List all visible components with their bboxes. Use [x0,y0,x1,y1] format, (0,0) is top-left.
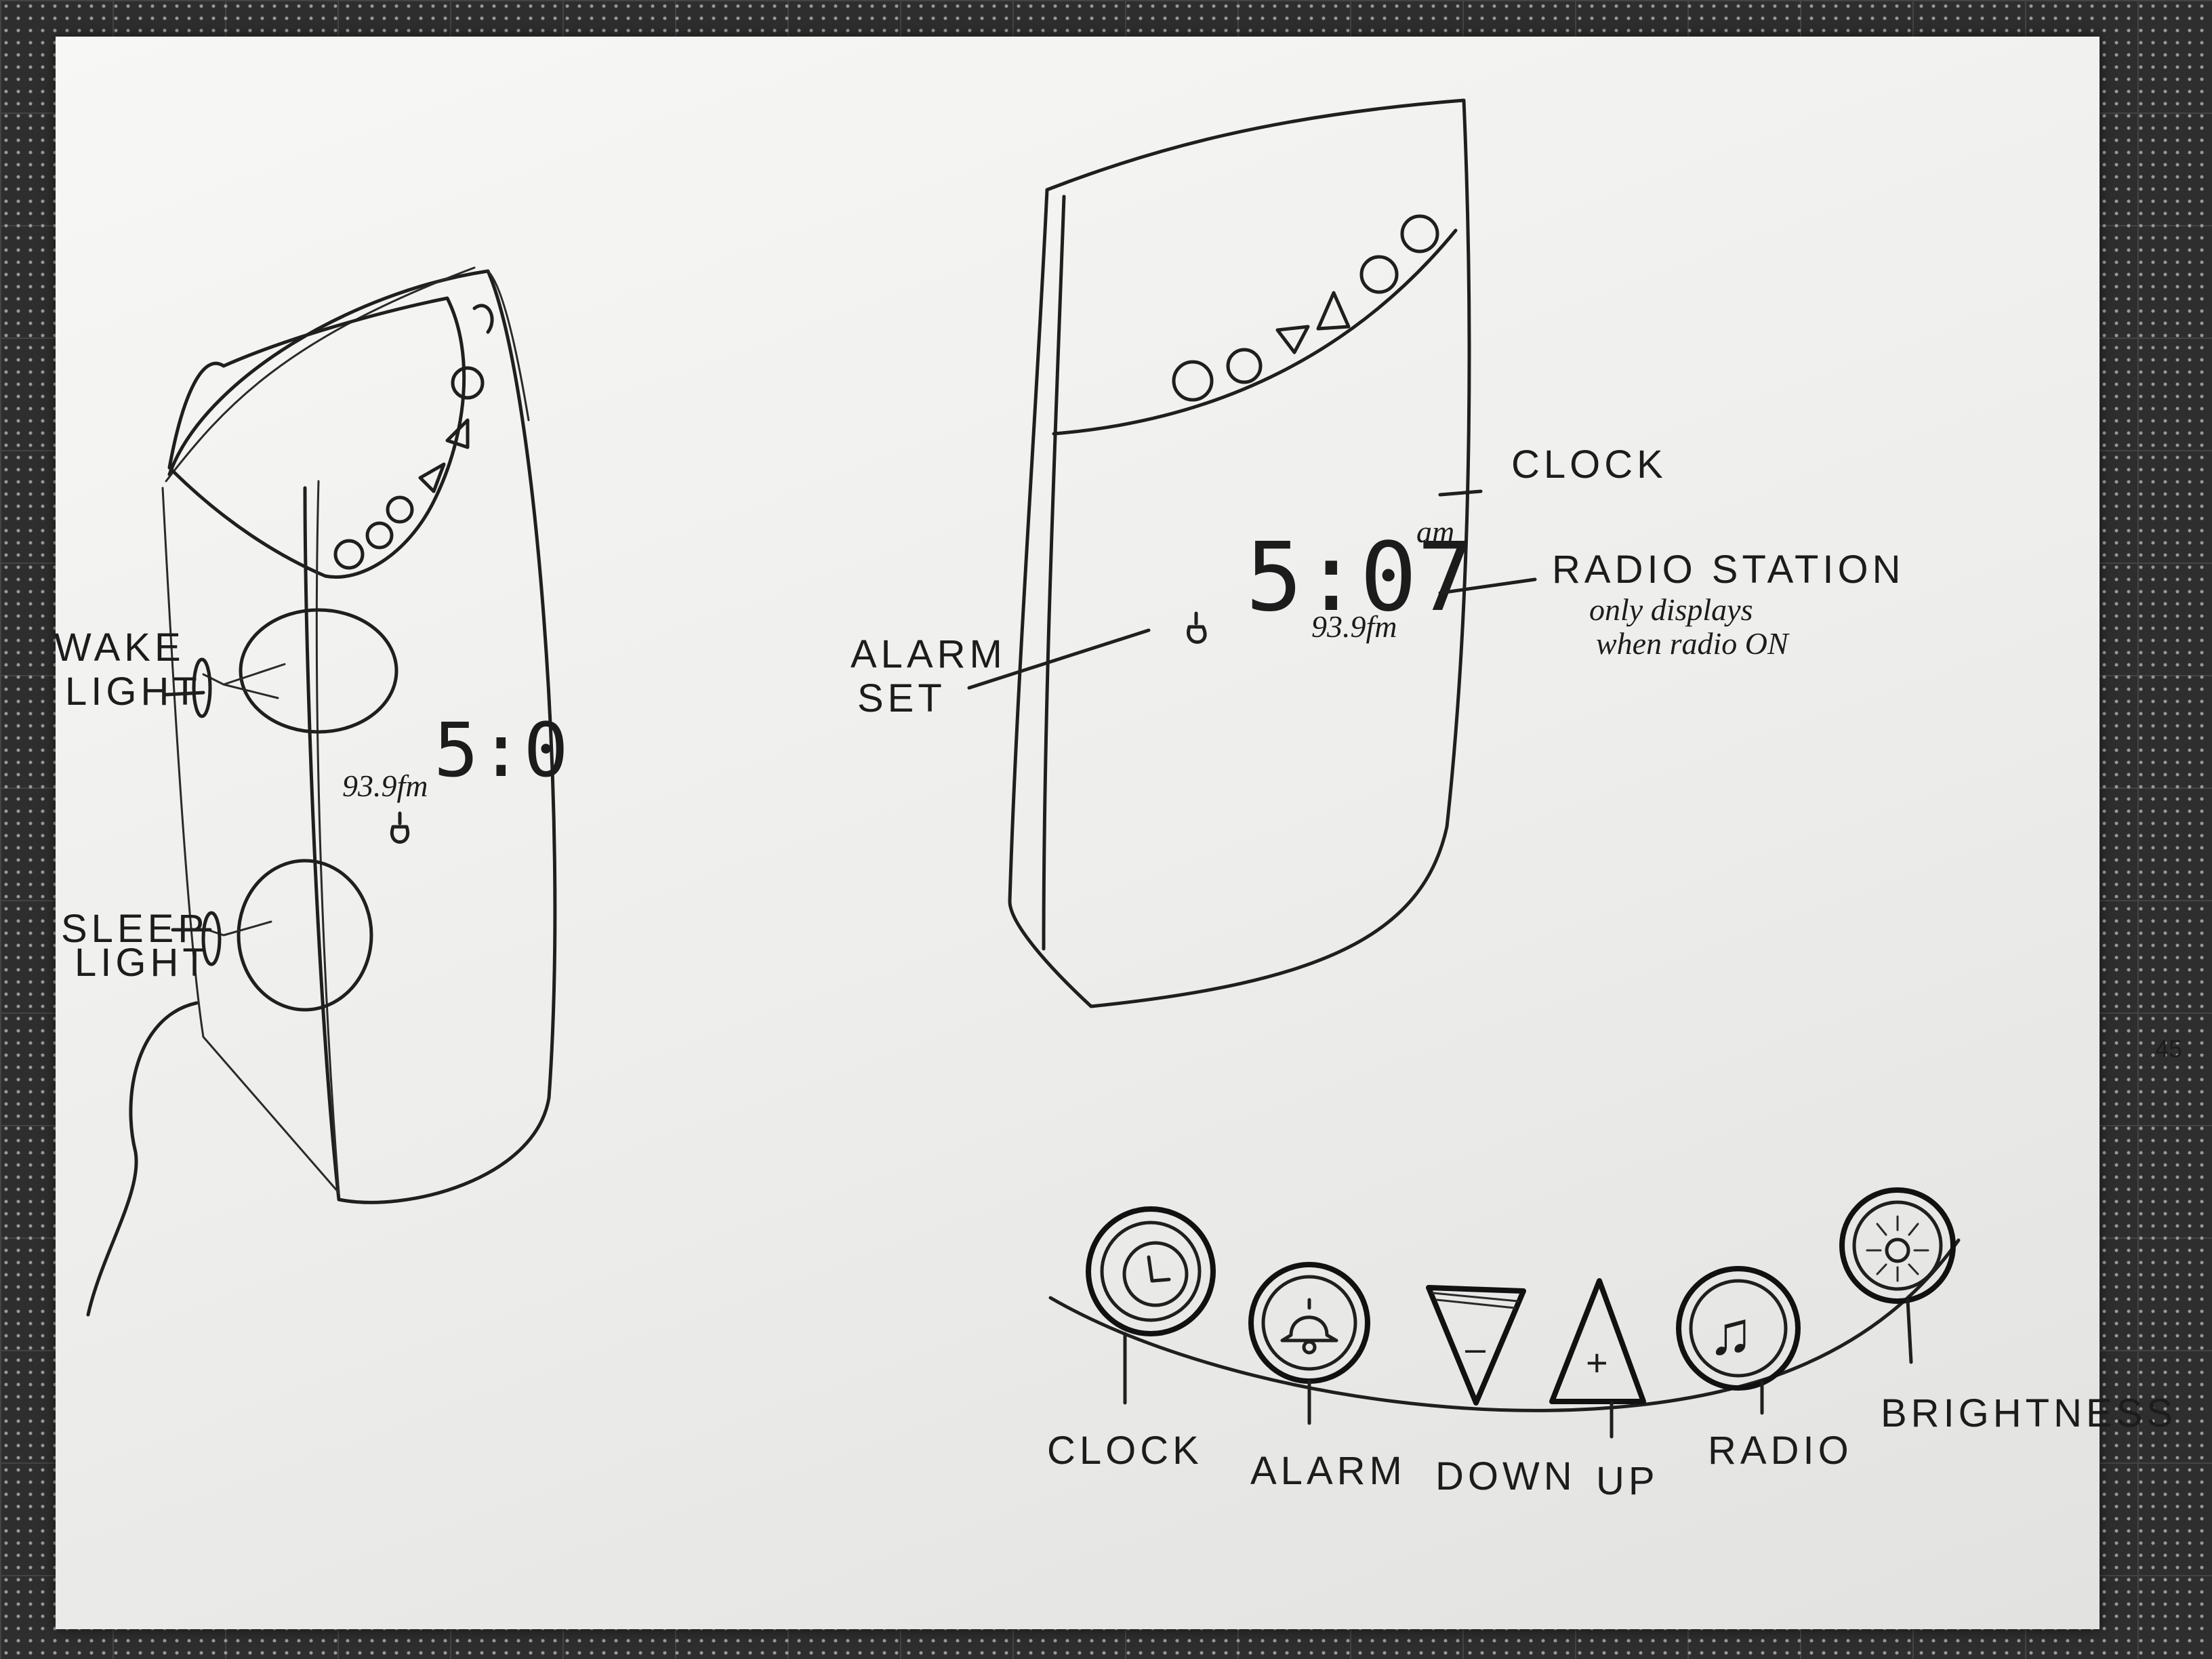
ruler-mark: 45 [2155,1035,2182,1063]
alarm-set-label-line2: SET [857,676,946,720]
up-button-label: UP [1596,1459,1659,1503]
radio-button-icon: ♫ [1679,1269,1798,1413]
clock-callout-label: CLOCK [1511,443,1667,487]
alarm-button-label: ALARM [1250,1449,1406,1493]
radio-station-note-title: RADIO STATION [1552,548,1905,592]
power-cord [88,1003,197,1315]
alarm-button-icon [1251,1265,1368,1423]
radio-station-note-line2: when radio ON [1596,626,1790,661]
up-button-icon: + [1552,1281,1643,1437]
svg-text:♫: ♫ [1708,1300,1754,1368]
clock-button-icon [1088,1209,1213,1403]
svg-text:+: + [1586,1341,1608,1384]
wake-light-label-line1: WAKE [54,626,185,670]
sleep-light-label-line2: LIGHT [75,941,211,985]
radio-station-note-line1: only displays [1589,592,1753,627]
left-alarm-button-icon [367,523,392,548]
mid-up-button-icon [1318,293,1349,329]
left-display-station: 93.9fm [342,769,428,803]
brightness-button-label: BRIGHTNESS [1881,1391,2177,1435]
mid-alarm-button-icon [1228,350,1261,382]
left-clock-sketch: 5:0 93.9fm WAKE LIGHT SLEEP LIGHT [54,268,569,1315]
left-clock-button-icon [335,541,363,568]
left-radio-button-icon [388,497,412,522]
radio-button-label: RADIO [1708,1429,1853,1473]
clock-button-label: CLOCK [1047,1429,1203,1473]
mid-alarm-set-icon [1189,613,1206,642]
down-button-icon: – [1429,1288,1523,1403]
alarm-set-label-line1: ALARM [851,632,1006,676]
left-display-time: 5:0 [434,707,569,794]
left-brightness-button-icon [453,368,483,398]
mid-display-ampm: am [1416,514,1454,549]
sleep-light-bulb [239,861,371,1010]
wake-light-label-line2: LIGHT [65,670,201,714]
middle-clock-sketch: 5:07 am 93.9fm CLOCK RADIO STATION only … [851,100,1905,1006]
mid-radio-button-icon [1361,257,1397,292]
svg-text:–: – [1465,1328,1486,1369]
left-alarm-set-icon [392,813,407,842]
mid-clock-button-icon [1174,362,1212,400]
down-button-label: DOWN [1435,1454,1576,1498]
button-strip-diagram: – + ♫ CLOCK ALARM DOWN UP RADIO BRIGHT [1047,1190,2177,1503]
mid-brightness-button-icon [1402,216,1437,251]
mid-display-station: 93.9fm [1311,609,1397,644]
left-top-button-icon [474,306,492,332]
mid-down-button-icon [1277,327,1308,352]
